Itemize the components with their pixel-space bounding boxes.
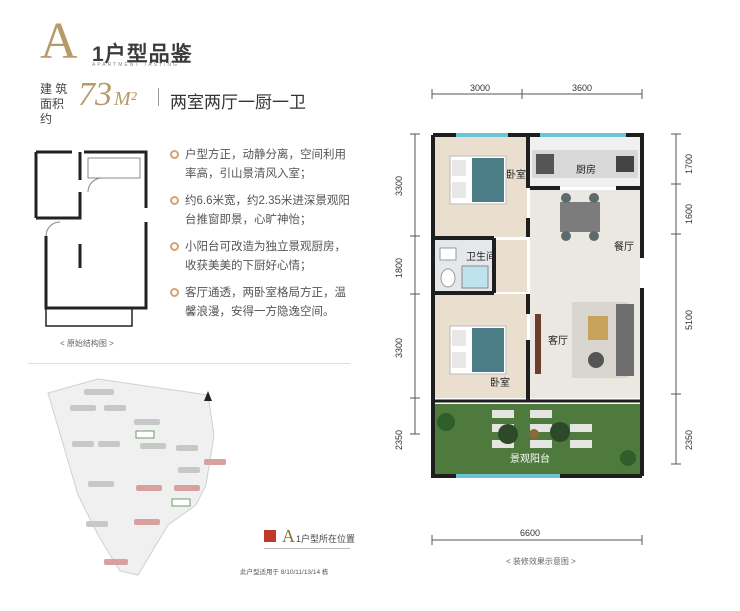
dim-left-2: 1800 <box>394 258 404 278</box>
bullet-icon <box>170 288 179 297</box>
room-label-bathroom: 卫生间 <box>466 250 496 263</box>
header-separator <box>158 88 159 106</box>
legend-text: 1户型所在位置 <box>296 534 356 544</box>
feature-item: 小阳台可改造为独立景观厨房，收获美美的下厨好心情； <box>170 238 350 276</box>
feature-item: 约6.6米宽，约2.35米进深景观阳台推窗即景，心旷神怡； <box>170 192 350 230</box>
feature-item: 户型方正，动静分离，空间利用率高，引山景清风入室； <box>170 146 350 184</box>
dim-left-4: 2350 <box>394 430 404 450</box>
feature-list: 户型方正，动静分离，空间利用率高，引山景清风入室； 约6.6米宽，约2.35米进… <box>170 146 350 330</box>
site-plan <box>47 378 226 576</box>
legend-letter: A <box>282 526 295 546</box>
room-label-dining: 餐厅 <box>614 240 634 253</box>
apartment-letter: A <box>40 13 78 70</box>
layout-type: 两室两厅一厨一卫 <box>170 93 306 112</box>
area-unit: M² <box>114 88 137 110</box>
room-label-living: 客厅 <box>548 334 568 347</box>
location-marker-icon <box>264 530 276 542</box>
decorated-floor-plan: 3000 3600 6600 3300 1800 3300 2350 1700 … <box>394 83 694 545</box>
divider <box>28 363 350 364</box>
dim-top-left: 3000 <box>470 83 490 93</box>
dim-right-2: 1600 <box>684 204 694 224</box>
room-label-bedroom1: 卧室 <box>506 168 526 181</box>
original-plan-caption: < 原始结构图 > <box>60 339 114 348</box>
bullet-icon <box>170 196 179 205</box>
dim-top-right: 3600 <box>572 83 592 93</box>
dim-left-1: 3300 <box>394 176 404 196</box>
original-structure-plan <box>34 150 148 327</box>
dim-left-3: 3300 <box>394 338 404 358</box>
dim-right-1: 1700 <box>684 154 694 174</box>
applicable-buildings-note: 此户型适用于 8/10/11/13/14 栋 <box>240 569 329 576</box>
dim-bottom: 6600 <box>520 528 540 538</box>
bullet-icon <box>170 150 179 159</box>
floor-plan-caption: < 装修效果示意图 > <box>506 557 576 566</box>
legend-underline <box>264 548 350 549</box>
page-title: 1户型品鉴 <box>92 43 193 66</box>
area-value: 73 <box>78 76 112 113</box>
dim-right-4: 2350 <box>684 430 694 450</box>
dim-right-3: 5100 <box>684 310 694 330</box>
feature-item: 客厅通透，两卧室格局方正，温馨浪漫，安得一方隐逸空间。 <box>170 284 350 322</box>
room-label-balcony: 景观阳台 <box>510 452 550 465</box>
north-arrow-icon <box>204 391 212 401</box>
room-label-kitchen: 厨房 <box>576 163 596 176</box>
room-label-bedroom2: 卧室 <box>490 376 510 389</box>
bullet-icon <box>170 242 179 251</box>
page-subtitle: APARTMENT TASTING <box>92 62 179 68</box>
area-label: 建 筑 面积约 <box>40 82 68 126</box>
